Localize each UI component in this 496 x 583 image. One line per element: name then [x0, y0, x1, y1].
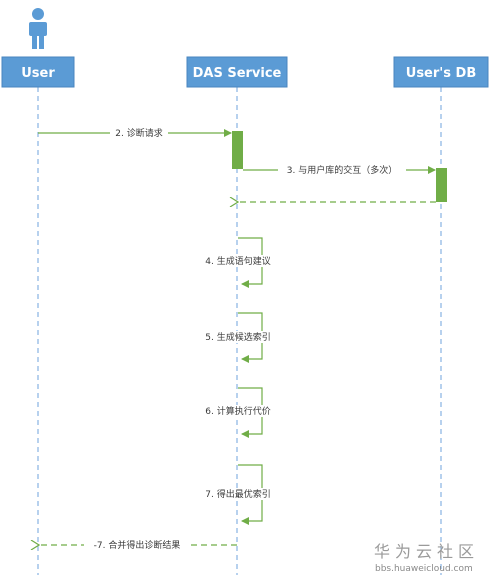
self-message-find-optimal-index-label: 7. 得出最优索引 [205, 488, 270, 500]
actor-person-icon [29, 8, 47, 49]
participant-das-service: DAS Service [186, 56, 288, 88]
participant-user-label: User [21, 66, 55, 81]
message-diagnosis-request-label: 2. 诊断请求 [115, 127, 162, 139]
message-db-interaction-label: 3. 与用户库的交互（多次） [287, 164, 397, 176]
activation-das-service [232, 131, 243, 169]
self-message-generate-candidate-index: 5. 生成候选索引 [198, 312, 278, 363]
watermark-brand: 华为云社区 [374, 542, 479, 561]
self-message-compute-execution-cost-label: 6. 计算执行代价 [205, 405, 270, 417]
self-message-generate-statement-advice: 4. 生成语句建议 [198, 237, 278, 288]
watermark: 华为云社区 bbs.huaweicloud.com [374, 542, 479, 574]
message-diagnosis-result: -7. 合并得出诊断结果 [39, 539, 237, 551]
participant-users-db: User's DB [393, 56, 489, 88]
self-message-generate-candidate-index-label: 5. 生成候选索引 [205, 331, 270, 343]
self-message-generate-statement-advice-label: 4. 生成语句建议 [205, 255, 270, 267]
message-db-interaction: 3. 与用户库的交互（多次） [243, 164, 436, 176]
participant-user: User [1, 56, 75, 88]
watermark-url: bbs.huaweicloud.com [375, 564, 473, 574]
activation-users-db [436, 168, 447, 202]
message-diagnosis-result-label: -7. 合并得出诊断结果 [94, 539, 181, 551]
participant-users-db-label: User's DB [406, 66, 476, 81]
participant-das-service-label: DAS Service [193, 66, 282, 81]
self-message-find-optimal-index: 7. 得出最优索引 [198, 464, 278, 525]
self-message-compute-execution-cost: 6. 计算执行代价 [198, 387, 278, 438]
message-diagnosis-request: 2. 诊断请求 [38, 127, 232, 139]
